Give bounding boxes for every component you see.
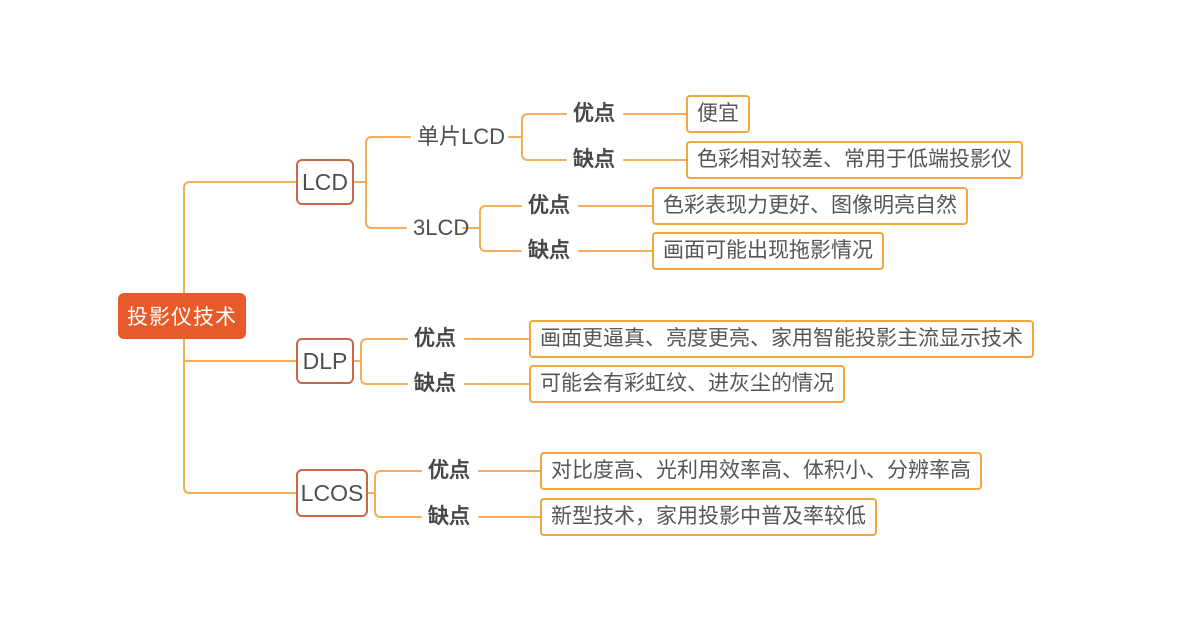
leaf-node-danpian-cons[interactable]: 色彩相对较差、常用于低端投影仪	[686, 141, 1023, 179]
leaf-node-danpian-pros[interactable]: 便宜	[686, 95, 750, 133]
branch-node-lcd[interactable]: LCD	[296, 159, 354, 205]
threelcd-bracket	[479, 205, 522, 252]
cons-label-danpian-lcd[interactable]: 缺点	[573, 148, 615, 171]
lcd-bracket	[365, 136, 411, 229]
leaf-node-3lcd-cons[interactable]: 画面可能出现拖影情况	[652, 232, 884, 270]
pros-label-dlp[interactable]: 优点	[414, 327, 456, 350]
leaf-node-3lcd-pros[interactable]: 色彩表现力更好、图像明亮自然	[652, 187, 968, 225]
root-node[interactable]: 投影仪技术	[118, 293, 246, 339]
cons-label-dlp[interactable]: 缺点	[414, 372, 456, 395]
leaf-node-lcos-pros[interactable]: 对比度高、光利用效率高、体积小、分辨率高	[540, 452, 982, 490]
pros-label-3lcd[interactable]: 优点	[528, 194, 570, 217]
branch-node-lcos[interactable]: LCOS	[296, 469, 368, 517]
pros-label-danpian-lcd[interactable]: 优点	[573, 102, 615, 125]
leaf-node-dlp-pros[interactable]: 画面更逼真、亮度更亮、家用智能投影主流显示技术	[529, 320, 1034, 358]
cons-label-3lcd[interactable]: 缺点	[528, 239, 570, 262]
pros-label-lcos[interactable]: 优点	[428, 459, 470, 482]
subbranch-node-danpian-lcd[interactable]: 单片LCD	[417, 124, 506, 149]
branch-node-dlp[interactable]: DLP	[296, 338, 354, 384]
cons-label-lcos[interactable]: 缺点	[428, 505, 470, 528]
subbranch-node-3lcd[interactable]: 3LCD	[413, 215, 470, 240]
leaf-node-lcos-cons[interactable]: 新型技术，家用投影中普及率较低	[540, 498, 877, 536]
lcos-bracket	[374, 470, 422, 518]
dlp-bracket	[360, 338, 408, 385]
leaf-node-dlp-cons[interactable]: 可能会有彩虹纹、进灰尘的情况	[529, 365, 845, 403]
danpian-bracket	[521, 113, 567, 161]
